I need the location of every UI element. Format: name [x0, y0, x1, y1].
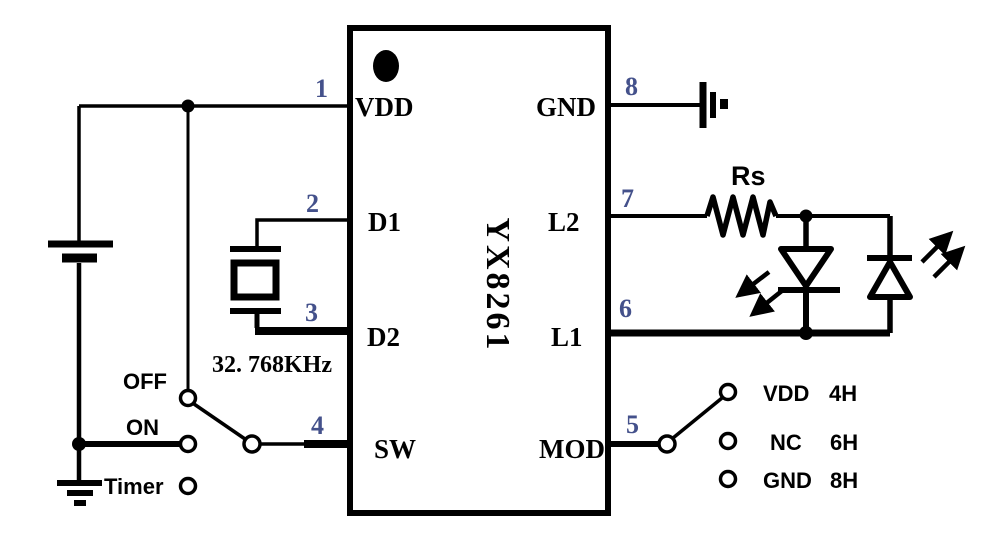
mod-pole	[657, 434, 677, 454]
switch-lever	[193, 402, 246, 441]
pin-number-5: 5	[626, 410, 639, 439]
ground-symbol-left	[57, 480, 102, 506]
timer-label: Timer	[104, 474, 164, 499]
led-left-arrow-1	[735, 270, 771, 298]
chip-body	[347, 25, 611, 516]
pin-label-vdd: VDD	[355, 92, 414, 122]
led-right	[867, 230, 966, 300]
power-switch	[72, 388, 349, 496]
off-label: OFF	[123, 369, 167, 394]
mod-option-nc: NC	[770, 430, 802, 455]
on-label: ON	[126, 415, 159, 440]
mod-contact-vdd	[718, 382, 738, 402]
resistor-label: Rs	[731, 161, 766, 191]
led-left-arrow-2	[749, 288, 785, 317]
on-contact	[178, 434, 198, 454]
pin-number-2: 2	[306, 189, 319, 218]
mod-lever	[671, 396, 724, 440]
mod-selector	[608, 382, 738, 489]
led-left-triangle	[778, 246, 834, 289]
pin-number-1: 1	[315, 74, 328, 103]
chip-name: YX8261	[479, 217, 516, 352]
mod-option-vdd: VDD	[763, 381, 809, 406]
pin-number-4: 4	[311, 411, 324, 440]
crystal	[230, 218, 349, 335]
mod-option-gnd-code: 8H	[830, 468, 858, 493]
pin-label-l2: L2	[548, 207, 580, 237]
pin-label-d2: D2	[367, 322, 400, 352]
led-right-triangle	[867, 259, 913, 300]
pin-number-6: 6	[619, 294, 632, 323]
crystal-body	[230, 259, 280, 301]
pin-number-3: 3	[305, 298, 318, 327]
led-right-arrow-1	[920, 230, 954, 264]
pin-number-7: 7	[621, 184, 634, 213]
pin-label-gnd: GND	[536, 92, 596, 122]
ground-symbol-right	[608, 82, 728, 128]
led-network	[608, 194, 966, 340]
battery	[48, 106, 113, 480]
off-contact	[178, 388, 198, 408]
pin-label-l1: L1	[551, 322, 583, 352]
crystal-frequency-label: 32. 768KHz	[212, 352, 332, 378]
led-left	[735, 216, 840, 333]
pin-number-8: 8	[625, 72, 638, 101]
mod-contact-nc	[718, 431, 738, 451]
pin-label-mod: MOD	[539, 434, 605, 464]
mod-option-nc-code: 6H	[830, 430, 858, 455]
switch-pole	[242, 434, 262, 454]
pin1-marker-dot	[373, 50, 399, 82]
d1-wire	[255, 218, 349, 247]
pin-label-sw: SW	[374, 434, 416, 464]
led-right-arrow-2	[932, 245, 966, 279]
mod-option-gnd: GND	[763, 468, 812, 493]
resistor-rs	[704, 194, 779, 238]
mod-option-vdd-code: 4H	[829, 381, 857, 406]
mod-contact-gnd	[718, 469, 738, 489]
pin-label-d1: D1	[368, 207, 401, 237]
timer-contact	[178, 476, 198, 496]
